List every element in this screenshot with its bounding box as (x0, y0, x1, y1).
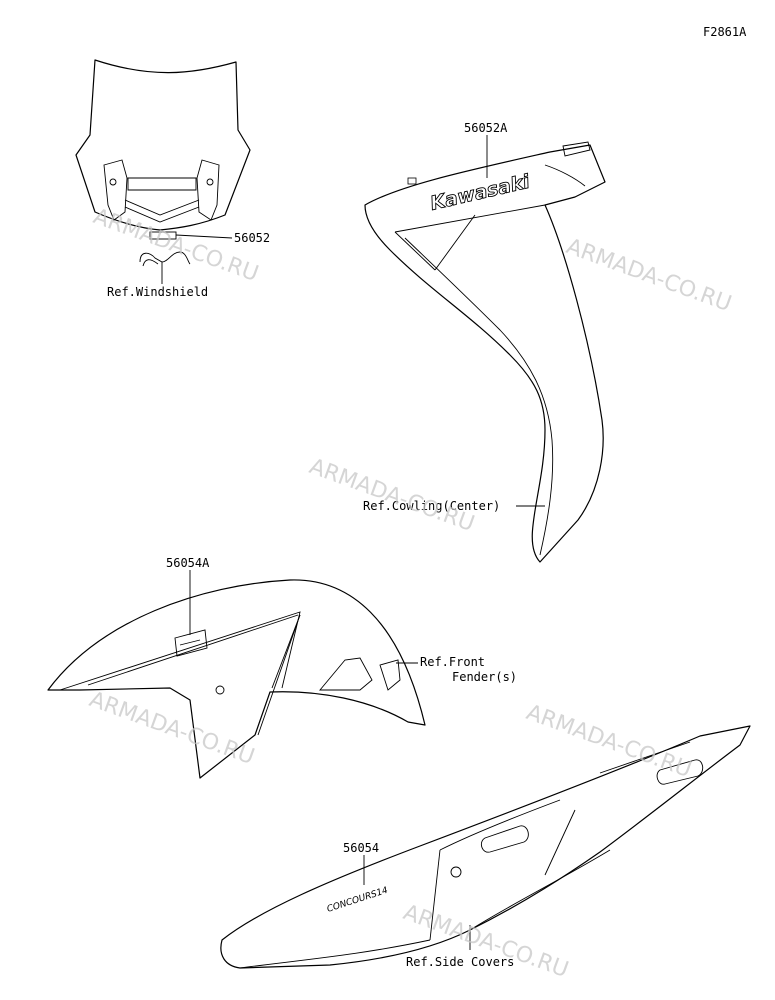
ref-fender-label-line2: Fender(s) (452, 670, 517, 684)
watermark: ARMADA-CO.RU (563, 234, 735, 317)
windshield-decal (149, 231, 177, 240)
watermark: ARMADA-CO.RU (523, 700, 695, 783)
side-cover-part: CONCOURS14 (220, 725, 751, 969)
figure-code: F2861A (703, 25, 747, 39)
ref-cowling-label: Ref.Cowling(Center) (363, 499, 500, 513)
watermark: ARMADA-CO.RU (306, 454, 478, 537)
callout-56052a: 56052A (464, 121, 508, 135)
leader-56052 (175, 234, 233, 239)
callout-56054: 56054 (343, 841, 379, 855)
callout-56052: 56052 (234, 231, 270, 245)
callout-56054a: 56054A (166, 556, 210, 570)
ref-side-covers-label: Ref.Side Covers (406, 955, 514, 969)
ref-fender-label-line1: Ref.Front (420, 655, 485, 669)
windshield-part (75, 59, 251, 267)
cowling-part: Kawasaki (364, 141, 606, 563)
ref-windshield-label: Ref.Windshield (107, 285, 208, 299)
front-fender-part (47, 579, 426, 779)
